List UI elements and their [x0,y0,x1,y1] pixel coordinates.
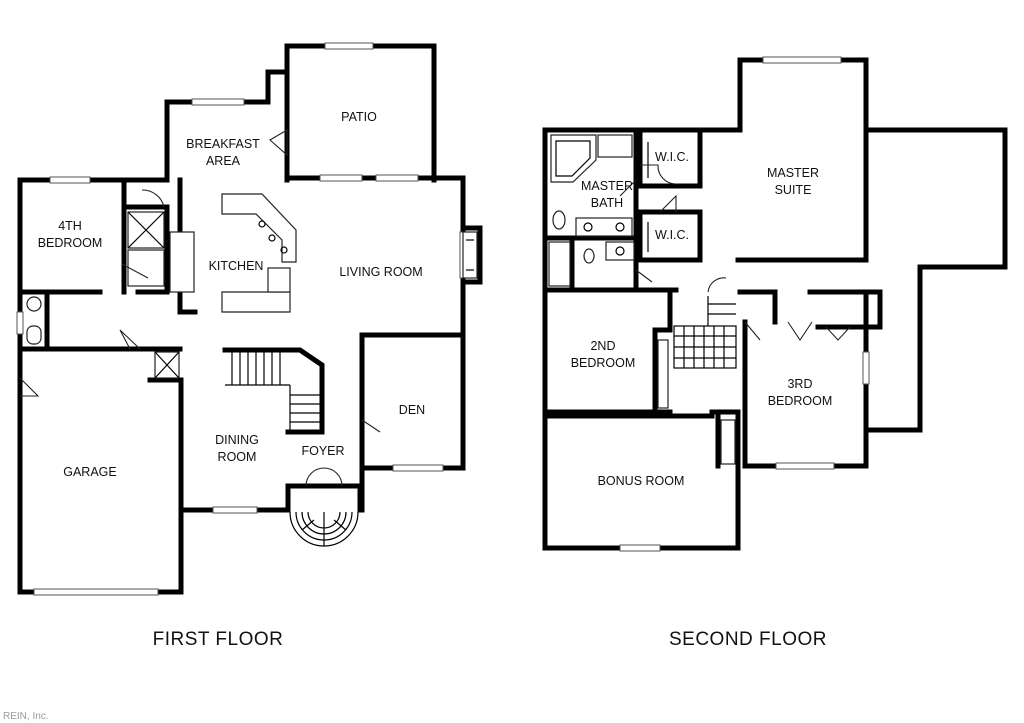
master-bath-label: MASTER [581,179,633,193]
first-floor-windows [16,42,467,596]
second-floor-doors [619,164,851,341]
first-floor-walls [17,43,483,595]
master-suite-label: MASTER [767,166,819,180]
wic-lower-label: W.I.C. [655,228,689,242]
second-floor-fixtures [548,134,737,465]
second-floor-stairs [673,296,737,369]
foyer-label: FOYER [301,444,344,458]
bedroom-3-label-line2: BEDROOM [768,394,833,408]
bedroom-2-label: 2ND [590,339,615,353]
bedroom-4-label-line2: BEDROOM [38,236,103,250]
first-floor-fixtures [26,193,478,547]
second-floor-walls [542,57,1008,551]
dining-room-label: DINING [215,433,259,447]
first-floor: PATIO BREAKFAST AREA 4TH BEDROOM KITCHEN… [16,42,483,650]
breakfast-area-label: BREAKFAST [186,137,260,151]
master-bath-label-line2: BATH [591,196,623,210]
garage-label: GARAGE [63,465,117,479]
bedroom-3-label: 3RD [787,377,812,391]
master-suite-label-line2: SUITE [775,183,812,197]
front-steps [289,511,359,547]
first-floor-doors [19,129,381,487]
den-label: DEN [399,403,425,417]
second-floor-room-labels: MASTER BATH W.I.C. W.I.C. MASTER SUITE 2… [571,150,833,488]
first-floor-room-labels: PATIO BREAKFAST AREA 4TH BEDROOM KITCHEN… [38,110,426,479]
first-floor-stairs [225,352,320,430]
bedroom-2-label-line2: BEDROOM [571,356,636,370]
dining-room-label-line2: ROOM [218,450,257,464]
breakfast-area-label-line2: AREA [206,154,241,168]
wic-upper-label: W.I.C. [655,150,689,164]
kitchen-label: KITCHEN [209,259,264,273]
bonus-room-label: BONUS ROOM [598,474,685,488]
first-floor-title: FIRST FLOOR [153,629,284,650]
living-room-label: LIVING ROOM [339,265,422,279]
watermark: REIN, Inc. [3,711,49,722]
patio-label: PATIO [341,110,377,124]
bedroom-4-label: 4TH [58,219,82,233]
second-floor-title: SECOND FLOOR [669,629,827,650]
second-floor: MASTER BATH W.I.C. W.I.C. MASTER SUITE 2… [542,56,1008,650]
second-floor-windows [619,56,870,552]
